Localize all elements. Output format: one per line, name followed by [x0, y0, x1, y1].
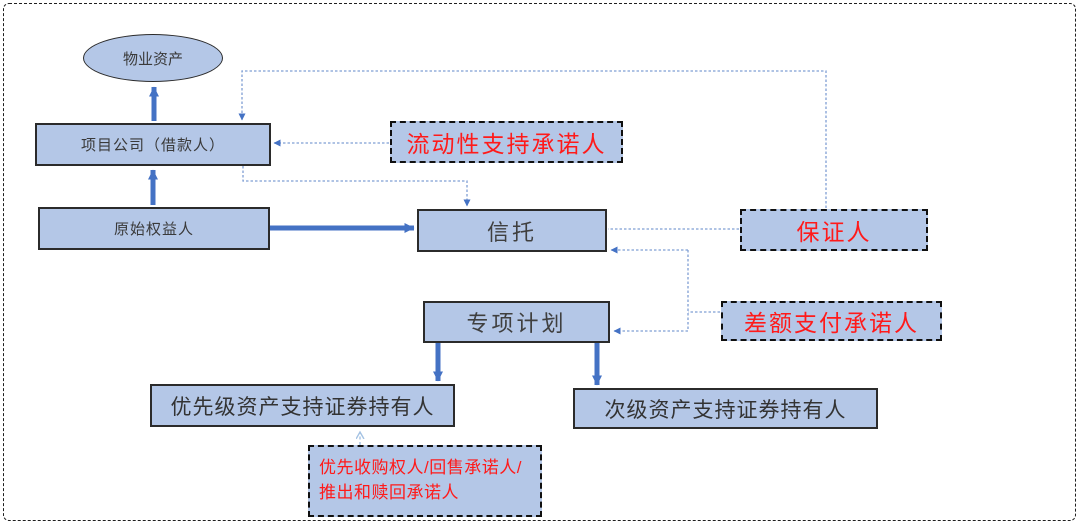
node-trust-label: 信托 [486, 219, 537, 245]
node-special-plan-label: 专项计划 [466, 311, 567, 336]
node-guarantor: 保证人 [740, 209, 928, 251]
node-project-company-label: 项目公司（借款人） [80, 137, 225, 154]
line-project-company-to-trust [242, 166, 471, 207]
node-original-equity-holder: 原始权益人 [38, 207, 270, 250]
node-subordinate-holders: 次级资产支持证券持有人 [573, 388, 878, 429]
node-project-company: 项目公司（借款人） [35, 123, 271, 166]
node-priority-purchaser-label: 优先收购权人/回售承诺人/推出和赎回承诺人 [319, 458, 522, 502]
node-property-asset-label: 物业资产 [122, 50, 183, 68]
node-senior-holders-label: 优先级资产支持证券持有人 [170, 395, 435, 419]
node-special-plan: 专项计划 [423, 301, 610, 343]
node-original-equity-holder-label: 原始权益人 [113, 221, 194, 238]
node-liquidity-support-label: 流动性支持承诺人 [406, 131, 607, 157]
node-trust: 信托 [417, 209, 607, 252]
node-guarantor-label: 保证人 [796, 219, 872, 245]
node-priority-purchaser: 优先收购权人/回售承诺人/推出和赎回承诺人 [308, 445, 542, 517]
line-guarantor-to-project-company [238, 70, 827, 208]
node-liquidity-support: 流动性支持承诺人 [390, 121, 623, 163]
node-shortfall-payment-label: 差额支付承诺人 [744, 310, 919, 336]
node-shortfall-payment: 差额支付承诺人 [721, 301, 942, 341]
node-senior-holders: 优先级资产支持证券持有人 [150, 384, 455, 427]
node-subordinate-holders-label: 次级资产支持证券持有人 [604, 398, 847, 422]
node-property-asset: 物业资产 [83, 34, 223, 82]
